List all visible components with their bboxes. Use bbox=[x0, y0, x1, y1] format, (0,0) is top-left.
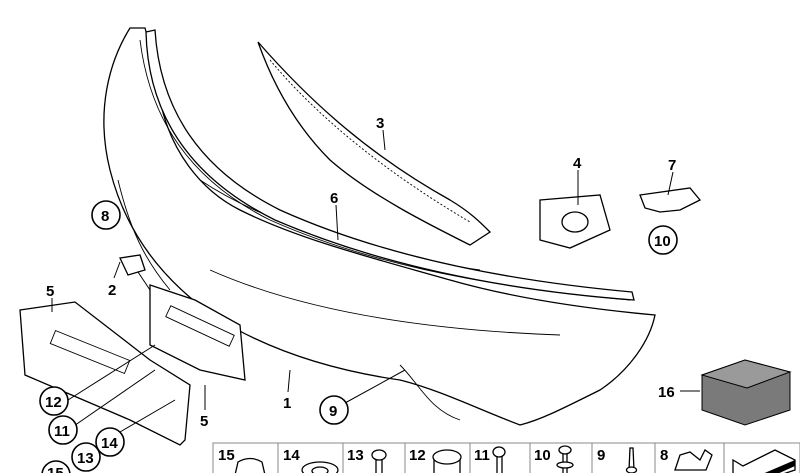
strip-label-12: 12 bbox=[409, 447, 426, 464]
svg-text:10: 10 bbox=[654, 233, 671, 250]
tow-eye-cover bbox=[119, 254, 146, 276]
svg-text:12: 12 bbox=[45, 394, 62, 411]
callout-10: 10 bbox=[648, 225, 678, 255]
expansion-nut-icon bbox=[432, 449, 462, 473]
small-parts-strip: 15 14 13 12 11 10 9 8 bbox=[212, 442, 800, 473]
strip-label-13: 13 bbox=[347, 447, 364, 464]
svg-text:13: 13 bbox=[77, 450, 94, 467]
svg-text:15: 15 bbox=[47, 465, 64, 473]
wire-clip-icon bbox=[674, 449, 713, 471]
strip-label-11: 11 bbox=[474, 447, 490, 464]
lower-grille bbox=[257, 41, 492, 246]
svg-text:11: 11 bbox=[54, 423, 70, 440]
callout-3: 3 bbox=[376, 115, 384, 132]
callout-6: 6 bbox=[330, 190, 338, 207]
pin-icon bbox=[625, 447, 638, 473]
trim-strip bbox=[145, 29, 635, 301]
cap-icon bbox=[234, 457, 266, 473]
callout-5-right: 5 bbox=[200, 413, 208, 430]
strip-label-9: 9 bbox=[597, 447, 605, 464]
callout-13: 13 bbox=[71, 442, 101, 472]
screw-long-icon bbox=[492, 446, 506, 473]
box-part bbox=[700, 359, 792, 426]
callout-5-left: 5 bbox=[46, 283, 54, 300]
screw-icon bbox=[371, 449, 387, 473]
license-plate-base-left bbox=[19, 301, 191, 446]
leader-lines bbox=[51, 129, 700, 433]
license-plate-base-right bbox=[149, 284, 246, 381]
strip-label-8: 8 bbox=[660, 447, 668, 464]
svg-text:9: 9 bbox=[329, 403, 337, 420]
strip-label-15: 15 bbox=[218, 447, 235, 464]
callout-15: 15 bbox=[41, 460, 71, 473]
grommet-icon bbox=[301, 461, 339, 473]
callout-12: 12 bbox=[39, 386, 69, 416]
box-icon bbox=[732, 449, 796, 473]
callout-4: 4 bbox=[573, 155, 582, 172]
callout-14: 14 bbox=[95, 427, 125, 457]
callout-11: 11 bbox=[48, 415, 78, 445]
bracket bbox=[639, 187, 702, 213]
svg-text:14: 14 bbox=[101, 435, 118, 452]
fog-grille bbox=[539, 194, 611, 249]
callout-9: 9 bbox=[319, 395, 349, 425]
callout-1: 1 bbox=[283, 395, 291, 412]
svg-text:8: 8 bbox=[101, 208, 109, 225]
strip-label-10: 10 bbox=[534, 447, 551, 464]
callout-16: 16 bbox=[658, 384, 675, 401]
callout-2: 2 bbox=[108, 282, 116, 299]
clip-icon bbox=[556, 445, 574, 473]
callout-7: 7 bbox=[668, 157, 676, 174]
strip-label-14: 14 bbox=[283, 447, 300, 464]
callout-8: 8 bbox=[91, 200, 121, 230]
